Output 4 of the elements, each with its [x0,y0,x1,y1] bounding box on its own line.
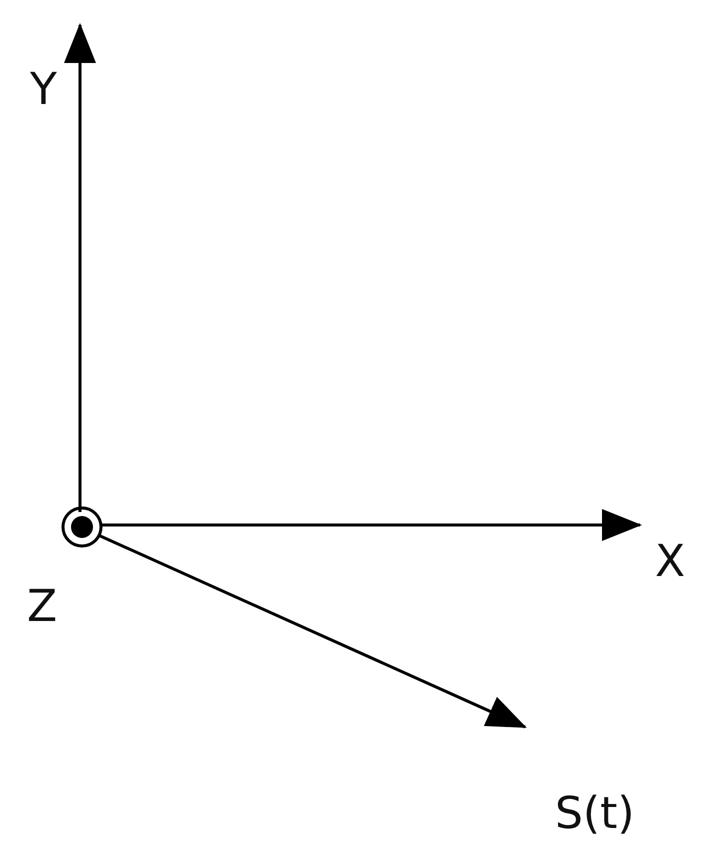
vector-label: S(t) [555,792,635,836]
axis-label: Y [30,68,57,112]
axis-label: Z [27,585,58,629]
axis-label: X [655,540,686,584]
